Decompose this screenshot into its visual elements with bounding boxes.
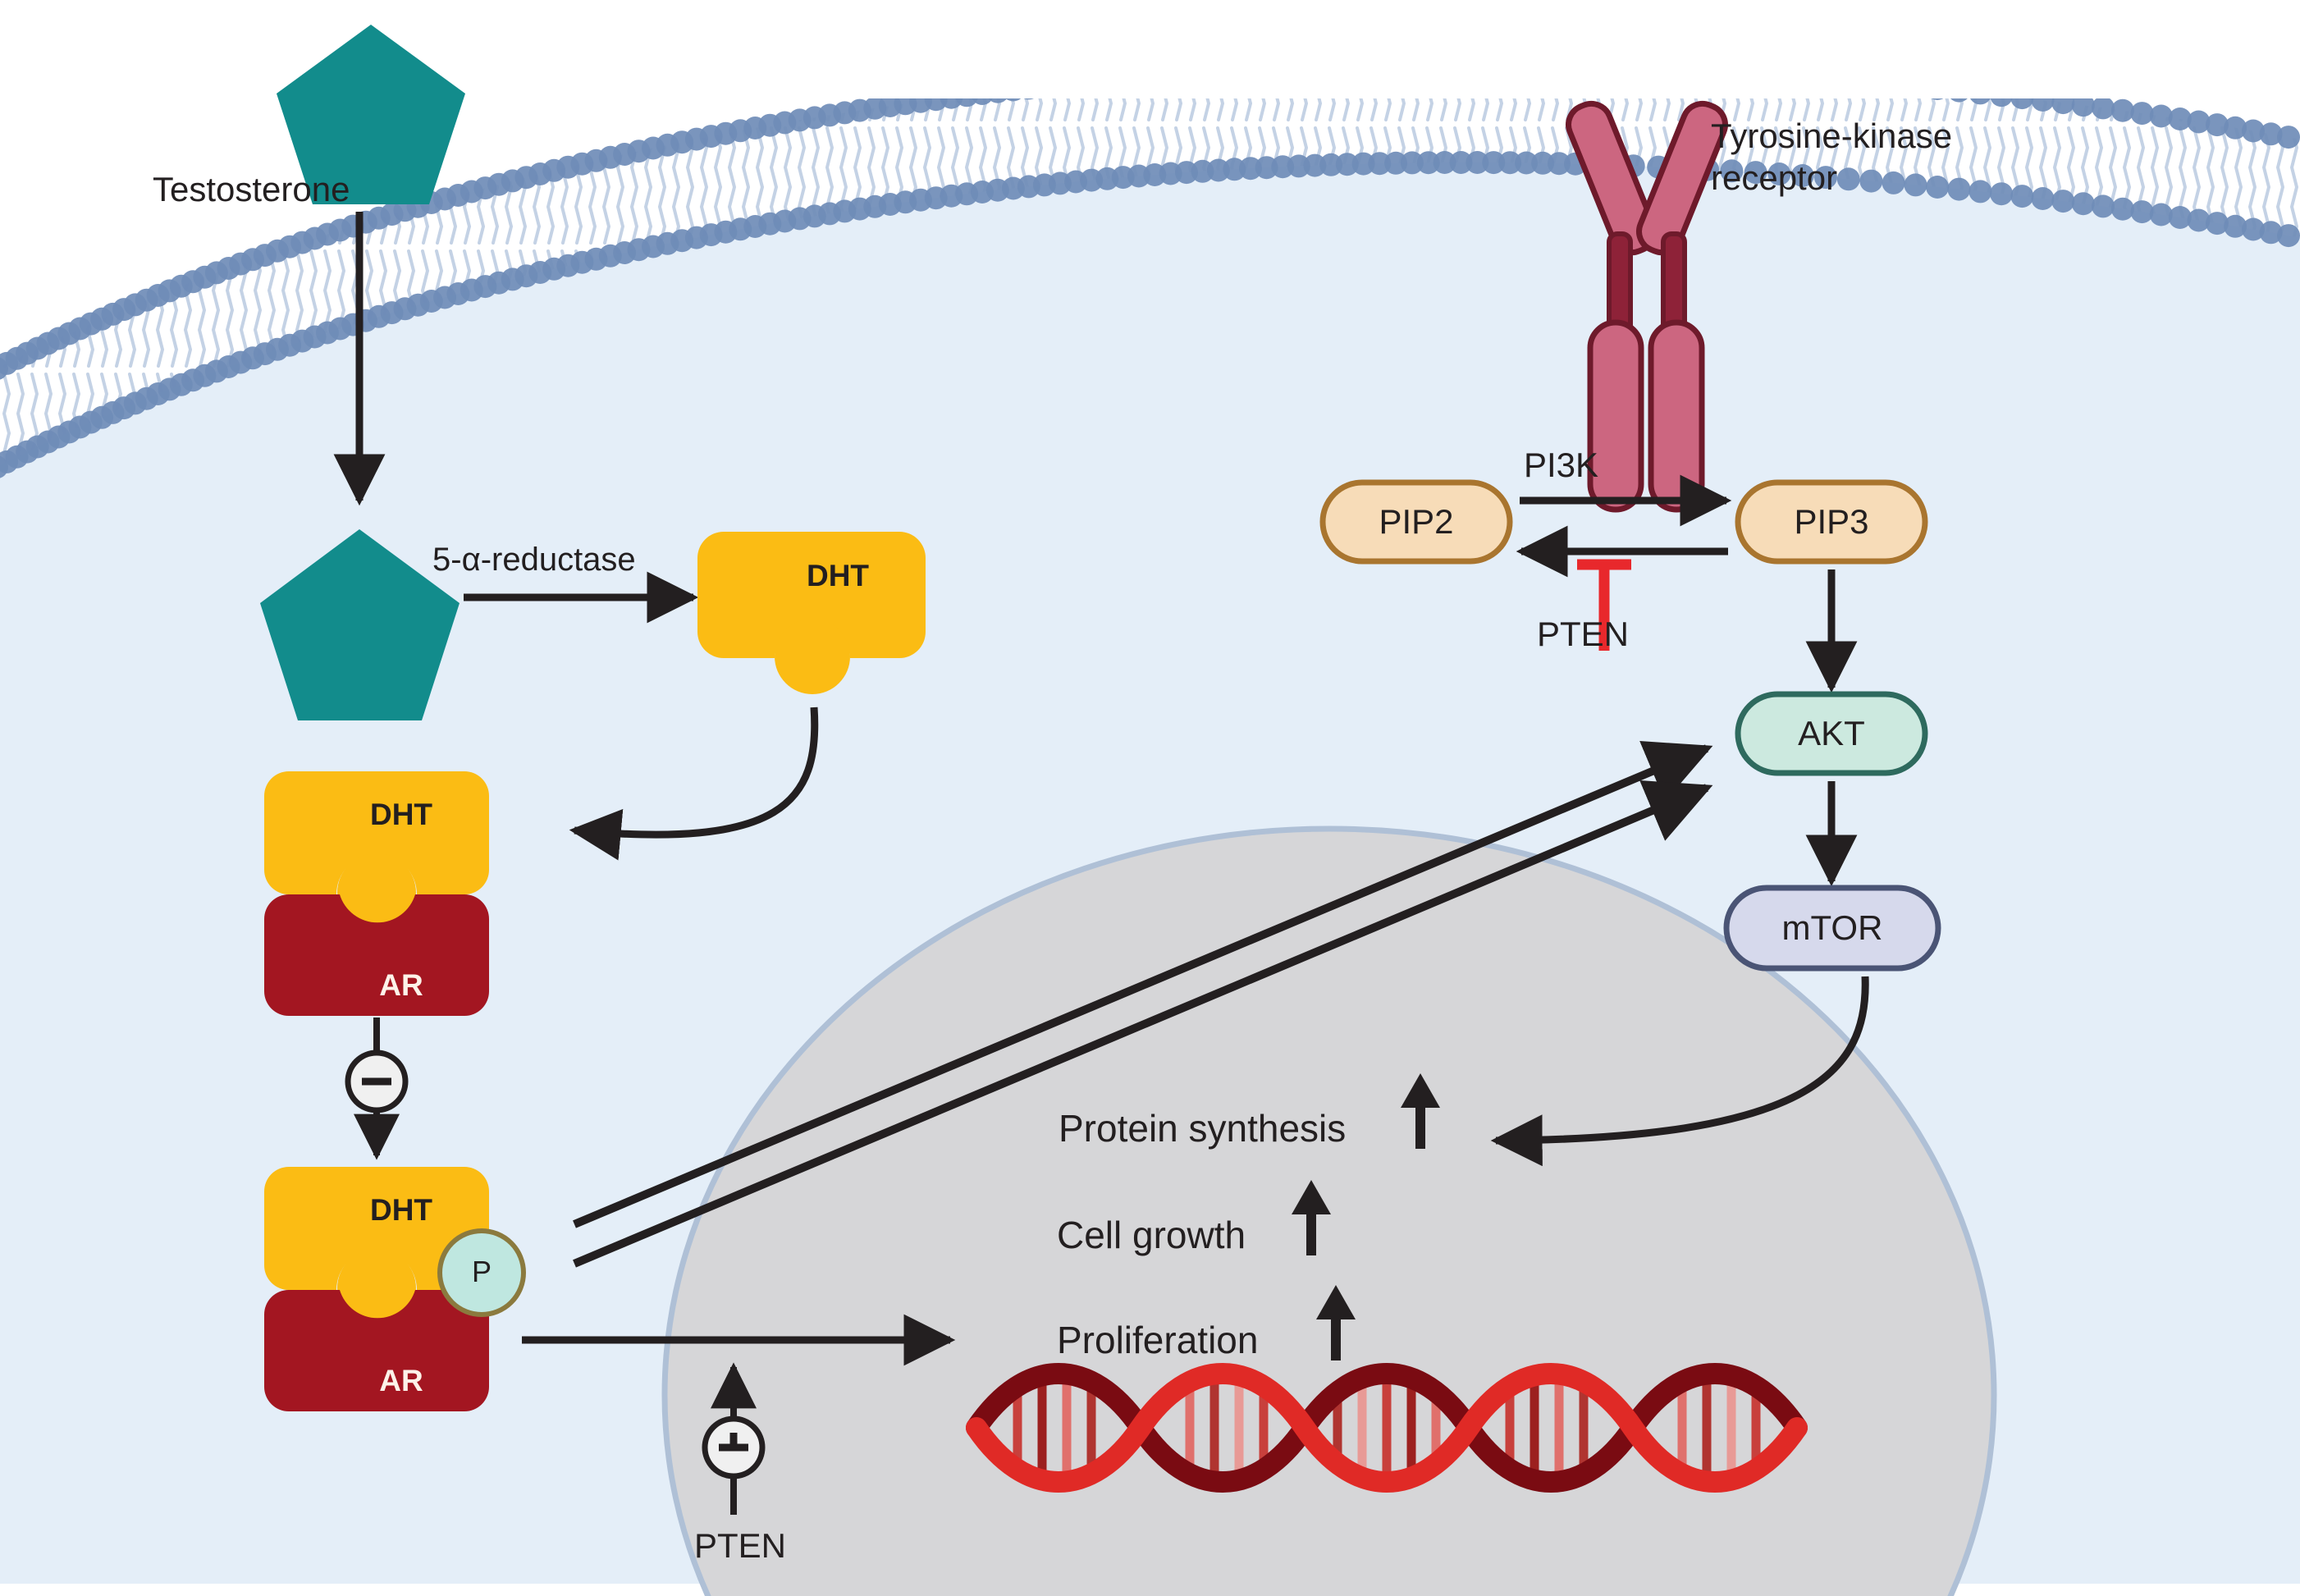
negative-regulation-connector <box>345 1018 409 1160</box>
dht-free-label: DHT <box>806 559 870 592</box>
pip2-node <box>1319 479 1513 565</box>
mtor-node <box>1723 885 1941 972</box>
outcome-proliferation: Proliferation <box>1057 1319 1259 1361</box>
cell-growth-up-arrow <box>1292 1180 1331 1255</box>
phospho-ar-label: AR <box>379 1364 423 1397</box>
testosterone-molecule-extracellular <box>277 25 465 204</box>
dht-binding-arrow <box>569 707 819 861</box>
pi3k-label: PI3K <box>1524 446 1599 484</box>
pip3-node <box>1735 479 1928 565</box>
tkr-label-line2: receptor <box>1711 158 1838 198</box>
ar-to-akt-arrow-lower <box>573 780 1713 1268</box>
tyrosine-kinase-receptor <box>1566 100 1728 513</box>
plasma-membrane <box>0 98 2300 478</box>
phospho-dht-ar-complex <box>264 1167 526 1411</box>
akt-node <box>1735 691 1928 776</box>
tkr-label-line1: Tyrosine-kinase <box>1711 117 1953 155</box>
proliferation-up-arrow <box>1316 1285 1356 1360</box>
dht-complex-label: DHT <box>369 798 433 831</box>
mtor-to-outcomes-arrow <box>1490 976 1869 1167</box>
pip3-label: PIP3 <box>1794 502 1869 541</box>
tyrosine-kinase-receptor-label: Tyrosine-kinase receptor <box>1711 115 1952 199</box>
phospho-dht-label: DHT <box>369 1193 433 1227</box>
outcome-cell-growth: Cell growth <box>1057 1214 1246 1256</box>
outcome-up-arrows <box>1292 1073 1440 1360</box>
pten-activator-label: PTEN <box>694 1526 787 1565</box>
phosphate-group <box>437 1228 526 1317</box>
mtor-label: mTOR <box>1781 908 1883 947</box>
phosphate-label: P <box>471 1255 492 1288</box>
ar-complex-label: AR <box>379 968 423 1002</box>
testosterone-molecule-intracellular <box>260 529 460 720</box>
dht-free-molecule <box>697 532 926 696</box>
reductase-label: 5-α-reductase <box>432 542 636 578</box>
dna-double-helix <box>966 1363 1808 1493</box>
pten-inhibition-bar <box>1577 559 1631 651</box>
akt-label: AKT <box>1798 714 1865 752</box>
pten-inhibitor-label: PTEN <box>1537 615 1630 653</box>
pip2-label: PIP2 <box>1379 502 1454 541</box>
akt-to-ar-arrow-upper <box>573 741 1713 1228</box>
outcome-protein-synthesis: Protein synthesis <box>1059 1107 1347 1150</box>
dht-ar-complex <box>264 771 489 1016</box>
pten-activation-connector <box>702 1362 766 1515</box>
protein-synthesis-up-arrow <box>1401 1073 1440 1149</box>
testosterone-label: Testosterone <box>153 170 350 208</box>
